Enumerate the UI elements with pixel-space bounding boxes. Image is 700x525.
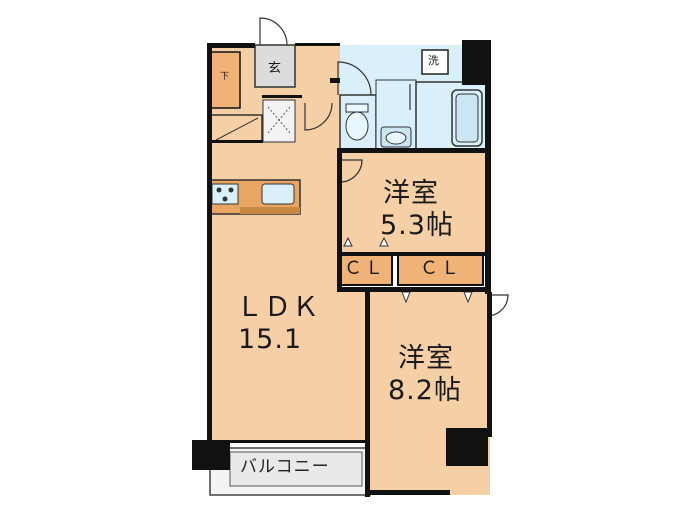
balcony-rail — [229, 451, 363, 487]
ldk-name: ＬＤＫ — [236, 292, 320, 323]
closet-2-label: ＣＬ — [420, 258, 462, 279]
shoe-box-label: 下 — [220, 72, 230, 82]
room-5-3-floor — [340, 152, 485, 252]
entrance-label: 玄 — [268, 61, 282, 76]
sink-icon — [261, 183, 295, 205]
room-8-2-size: 8.2帖 — [388, 375, 462, 406]
laundry-label: 洗 — [428, 54, 439, 67]
room-8-2-name: 洋室 — [398, 343, 454, 374]
balcony-label: バルコニー — [240, 457, 330, 477]
toilet-icon — [345, 103, 369, 141]
laundry-box — [421, 49, 449, 75]
room-5-3-size: 5.3帖 — [380, 210, 454, 241]
closet-1-label: ＣＬ — [344, 258, 386, 279]
entrance-floor — [254, 44, 296, 88]
ldk-floor — [210, 45, 368, 440]
room-5-3-name: 洋室 — [383, 178, 439, 209]
walls — [192, 40, 492, 497]
entrance-step — [262, 99, 296, 143]
ldk-size: 15.1 — [238, 324, 303, 355]
washbasin-icon — [380, 126, 412, 148]
